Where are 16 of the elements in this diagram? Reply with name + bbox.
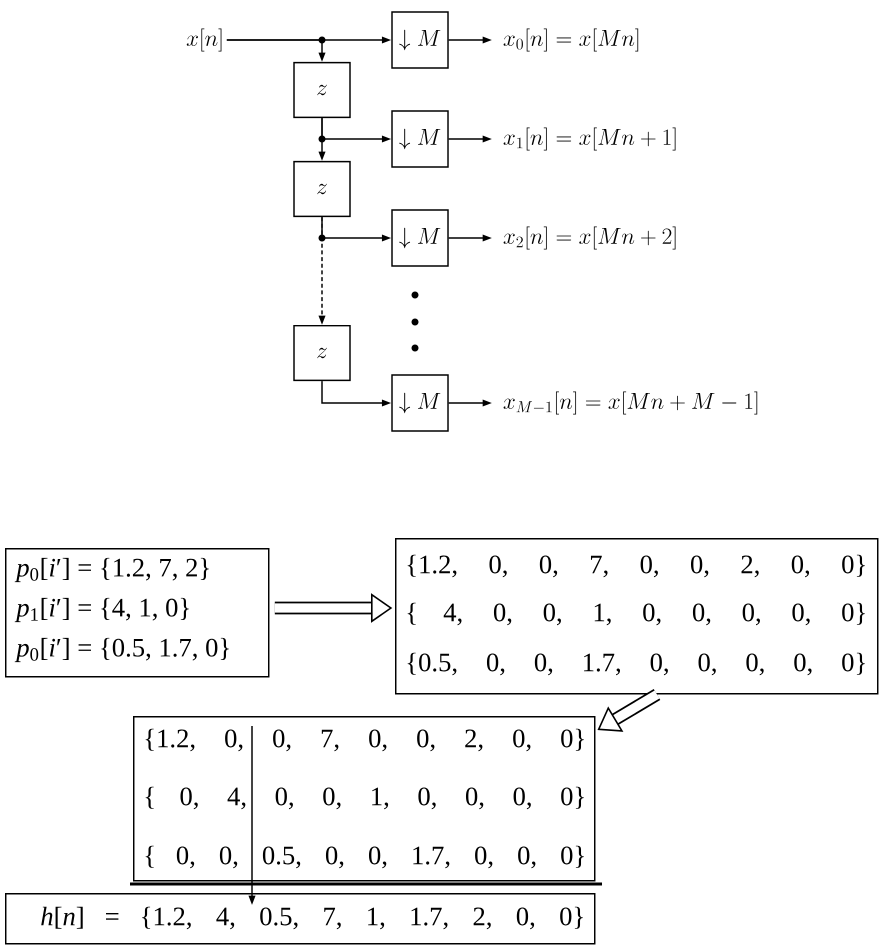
output-label: $x_0[n] = x[M n]$ [504, 28, 638, 52]
matrix-box: {1.2, 0, 0, 7, 0, 0, 2, 0, 0} { 4, 0, 0, 1, 0, 0, 0, 0, 0} {0.5, 0, 0, 1.7, 0, 0, 0, 0, 0} [395, 538, 878, 694]
matrix-box: h[n] = {1.2, 4, 0.5, 7, 1, 1.7, 2, 0, 0} [5, 893, 596, 944]
matrix-box: {1.2, 0, 0, 7, 0, 0, 2, 0, 0} { 0, 4, 0, 0, 1, 0, 0, 0, 0} { 0, 0, 0.5, 0, 0, 1.7, 0, 0, 0} [133, 716, 596, 882]
delay-box: $z$ [293, 324, 351, 382]
output-label: $x_2[n] = x[M n + 2]$ [504, 226, 676, 250]
downsampler-box: $\downarrow M$ [391, 209, 449, 267]
downsampler-box: $\downarrow M$ [391, 11, 449, 69]
output-label: $x_{M-1}[n] = x[M n + M - 1]$ [504, 392, 758, 414]
delay-box: $z$ [293, 160, 351, 218]
delay-box: $z$ [293, 62, 351, 118]
downsampler-box: $\downarrow M$ [391, 374, 449, 432]
output-label: $x_1[n] = x[M n + 1]$ [504, 128, 676, 150]
matrix-box: p$_{0}$[i′] = {1.2, 7, 2} p$_{1}$[i′] = {4, 1, 0} p$_{0}$[i′] = {0.5, 1.7, 0} [5, 548, 270, 678]
downsampler-box: $\downarrow M$ [391, 110, 449, 168]
signal-label: $x[n]$ [186, 28, 222, 52]
